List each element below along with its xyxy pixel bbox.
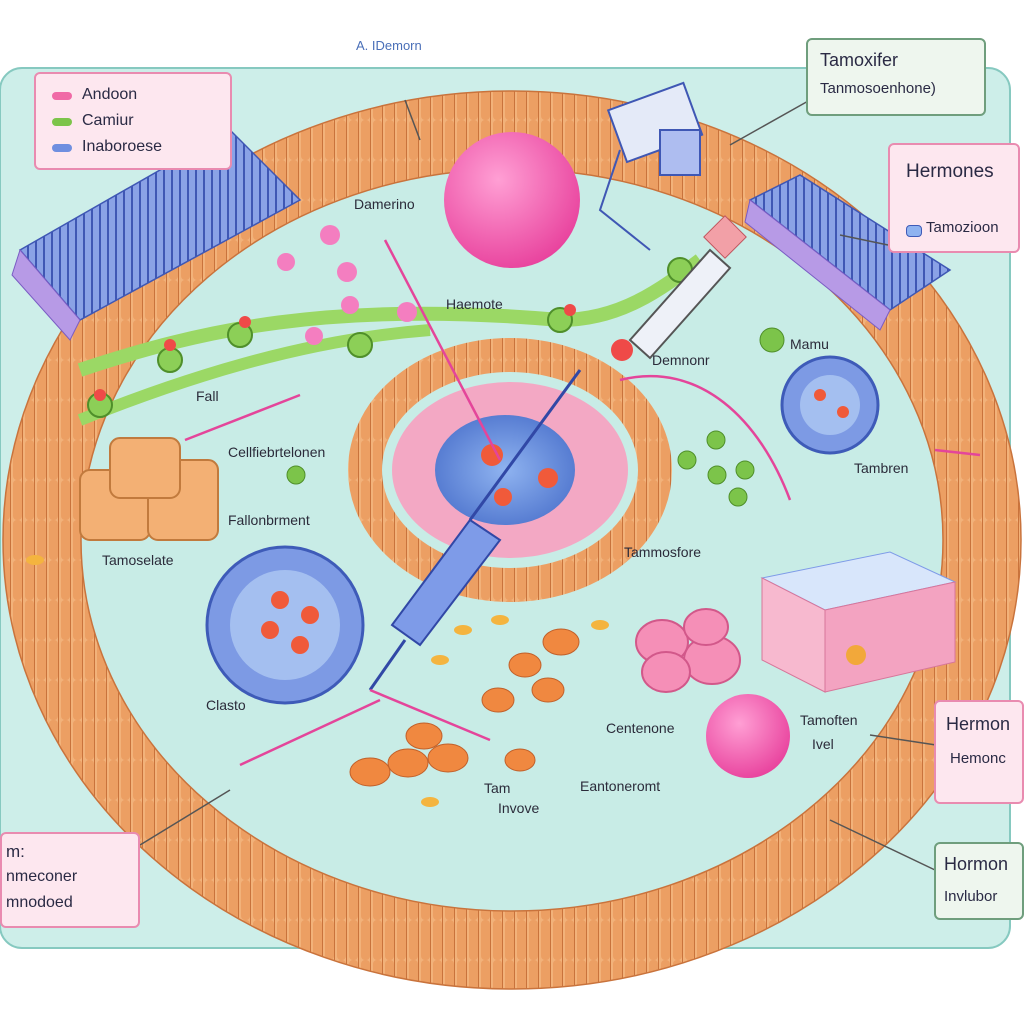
legend-box: Andoon Camiur Inaboroese [34,72,232,170]
blue-membrane-protein-right [744,174,952,331]
callout-tamoxifer-sub: Tanmosoenhone) [820,80,936,97]
vesicle-left [205,545,365,705]
label-fall: Fall [196,388,219,404]
green-molecules [286,327,785,507]
callout-hermones: Hermones Tamozioon [888,143,1020,253]
legend-label-inaboroese: Inaboroese [82,138,163,155]
label-damerino: Damerino [354,196,415,212]
label-clasto: Clasto [206,697,246,713]
orange-molecules [349,628,580,787]
label-tam: Tam [484,780,511,796]
callout-hormone: Hormon Invlubor [934,842,1024,920]
yellow-molecules [26,555,609,807]
label-tamoften-2: Ivel [812,736,834,752]
receptor-channel [598,81,704,251]
label-tamoften-1: Tamoften [800,712,858,728]
legend-label-andoon: Andoon [82,86,138,103]
blue-membrane-protein-left [11,129,302,341]
tissue-block [760,551,957,693]
legend-label-camiur: Camiur [82,112,134,129]
label-tammosfore: Tammosfore [624,544,702,560]
pink-molecules [277,225,417,345]
vesicle-right [780,355,880,455]
legend-swatch-inaboroese [52,144,72,152]
callout-hormone-sub: Invlubor [944,888,998,905]
legend-swatch-andoon [52,92,72,100]
label-invove: Invove [498,800,540,816]
callout-tamoxifer-title: Tamoxifer [820,50,899,70]
legend-swatch-camiur [52,118,72,126]
callout-tamoxifer: Tamoxifer Tanmosoenhone) [806,38,986,116]
pink-cells [635,608,741,693]
syringe-center [368,369,582,691]
label-cell: Cellfiebrtelonen [228,444,326,460]
label-haemote: Haemote [446,296,503,312]
label-tamoselate: Tamoselate [102,552,174,568]
large-hormone-sphere [444,132,580,268]
label-centenone: Centenone [606,720,675,736]
callout-hermones-title: Hermones [906,161,994,182]
cell-membrane [3,91,1021,989]
nucleus [348,338,672,602]
label-tambren: Tambren [854,460,909,476]
pathway-arrows [184,239,981,767]
label-demnonr: Demnonr [652,352,710,368]
label-eantoneromt: Eantoneromt [580,778,661,794]
label-fallonbrment: Fallonbrment [228,512,310,528]
callout-lines [139,99,937,871]
callout-hormone-title: Hormon [944,854,1009,874]
golgi-stack [79,437,219,541]
callout-bottom-left: m: nmeconer mnodoed [0,832,140,928]
top-caption: A. IDemorn [356,38,422,53]
callout-hermon: Hermon Hemonc [934,700,1024,804]
callout-bottom-left-1: m: [6,842,25,861]
callout-hermon-title: Hermon [946,714,1011,734]
hermones-swatch [906,225,922,237]
label-mamu: Mamu [790,336,829,352]
callout-bottom-left-3: mnodoed [6,894,73,911]
small-hormone-sphere [706,694,790,778]
callout-bottom-left-2: nmeconer [6,868,78,885]
callout-hermones-sub: Tamozioon [926,219,999,236]
syringe-top-right [611,215,747,361]
callout-hermon-sub: Hemonc [950,750,1006,767]
